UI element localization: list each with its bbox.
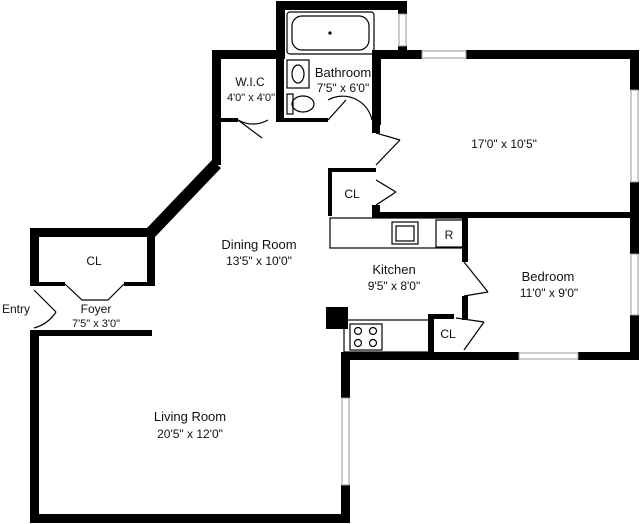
living-name: Living Room	[154, 409, 226, 424]
room-labels: Bathroom 7'5" x 6'0" W.I.C 4'0" x 4'0" 1…	[2, 65, 578, 441]
foyer-name: Foyer	[81, 302, 112, 316]
exterior-walls	[30, 1, 639, 523]
kitchen-dims: 9'5" x 8'0"	[368, 279, 420, 293]
wic-name: W.I.C	[235, 75, 265, 89]
bathroom-name: Bathroom	[315, 65, 371, 80]
doors	[33, 95, 489, 351]
entry-label: Entry	[2, 302, 30, 316]
living-dims: 20'5" x 12'0"	[157, 427, 223, 441]
kitchen-sink	[391, 221, 419, 245]
bathroom-dims: 7'5" x 6'0"	[317, 81, 369, 95]
bathtub	[286, 11, 375, 55]
cl-kitchen-name: CL	[440, 327, 456, 341]
master-dims: 17'0" x 10'5"	[471, 137, 537, 151]
dining-name: Dining Room	[221, 237, 296, 252]
stove	[349, 323, 383, 351]
bedroom-dims: 11'0" x 9'0"	[520, 286, 578, 300]
bedroom-name: Bedroom	[522, 269, 575, 284]
interior-walls	[30, 55, 639, 360]
cl-foyer-name: CL	[86, 254, 102, 268]
foyer-dims: 7'5" x 3'0"	[72, 318, 120, 330]
refrigerator	[435, 219, 465, 248]
windows	[341, 13, 639, 486]
bathroom-sink	[286, 59, 310, 89]
cl-top-name: CL	[344, 187, 360, 201]
wic-dims: 4'0" x 4'0"	[227, 92, 275, 104]
dining-dims: 13'5" x 10'0"	[226, 254, 292, 268]
toilet	[286, 93, 315, 115]
kitchen-name: Kitchen	[372, 262, 415, 277]
fridge-label: R	[445, 228, 454, 242]
